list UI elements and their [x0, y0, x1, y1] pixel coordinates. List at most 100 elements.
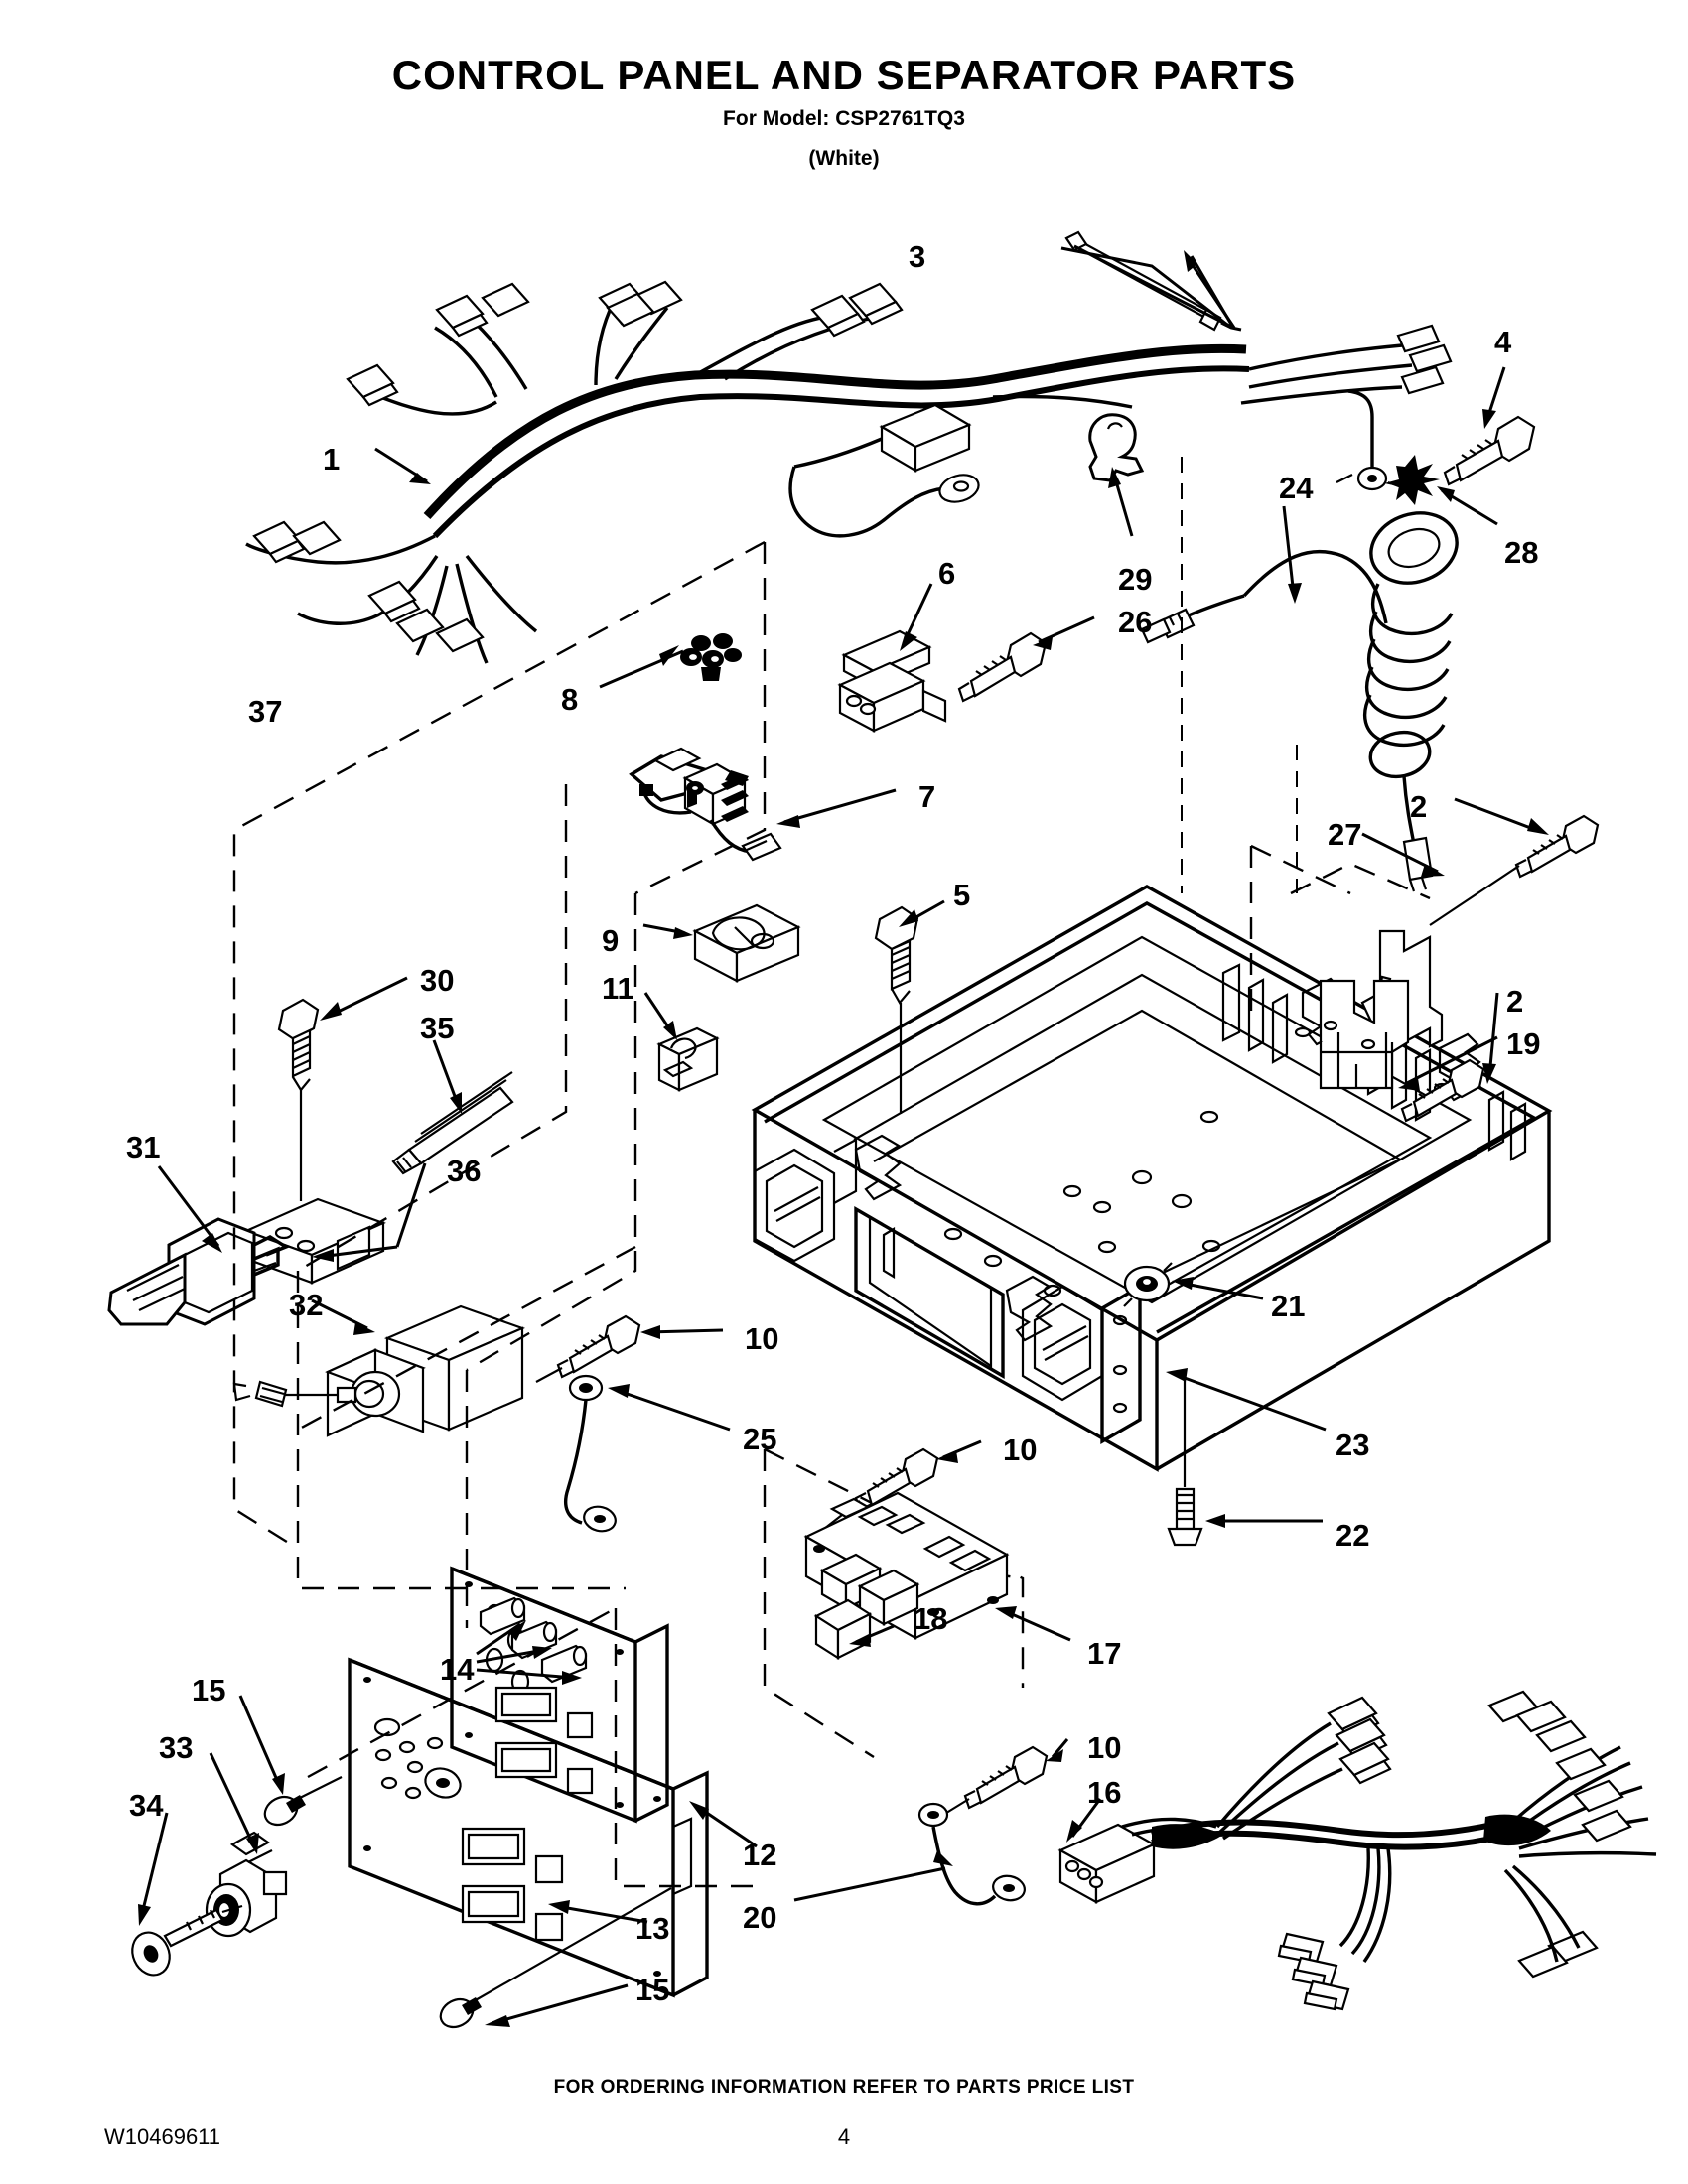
harness-connector: [254, 522, 304, 562]
page-number: 4: [837, 2124, 851, 2149]
assembly-outline-d: [298, 1247, 635, 1430]
assembly-outline-e: [298, 1271, 626, 1588]
callout-number-37: 37: [248, 694, 283, 729]
screw-2b-art: [1402, 1060, 1483, 1121]
document-number: W10469611: [104, 2124, 221, 2149]
harness-terminal: [1410, 345, 1451, 371]
callout-number-12: 12: [743, 1838, 777, 1872]
screw-15a-art: [260, 1777, 342, 1830]
assembly-outline-g: [765, 1449, 1023, 1688]
callout-number-4: 4: [1494, 325, 1512, 359]
harness-connector: [369, 582, 419, 621]
spade-terminal: [1575, 1781, 1622, 1811]
callout-number-18: 18: [914, 1601, 948, 1636]
callout-number-19: 19: [1506, 1026, 1541, 1061]
lock-cylinder-33-art: [207, 1833, 286, 1936]
assembly-outline-k: [953, 1569, 1023, 1578]
harness-connector: [635, 282, 681, 314]
callout-number-15: 15: [635, 1973, 670, 2007]
callout-number-30: 30: [420, 963, 455, 998]
callout-number-16: 16: [1087, 1775, 1122, 1810]
callout-number-26: 26: [1118, 605, 1153, 639]
harness-connector: [812, 296, 864, 336]
main-wire-harness-art: [246, 282, 1451, 663]
spade-terminal: [1340, 1743, 1390, 1783]
callout-number-3: 3: [909, 239, 926, 274]
harness-connector: [850, 284, 902, 324]
harness-connector: [397, 610, 443, 641]
spade-terminal: [1557, 1749, 1605, 1779]
harness-connector: [437, 619, 483, 651]
screw-5-art: [876, 907, 917, 1114]
callout-number-11: 11: [602, 971, 634, 1006]
assembly-outline-h: [765, 1449, 874, 1757]
assembly-outline-l: [1251, 846, 1350, 893]
fastener-21-art: [1124, 1263, 1172, 1306]
multi-lead-harness-16-art: [1060, 1692, 1656, 2009]
star-washer-28-art: [1384, 455, 1440, 505]
callout-number-27: 27: [1328, 817, 1362, 852]
screw-2a-art: [1430, 816, 1598, 925]
callout-number-33: 33: [159, 1730, 194, 1765]
callout-number-10: 10: [1087, 1730, 1122, 1765]
harness-4pin-connector: [1060, 1825, 1154, 1902]
switch-assembly-7-art: [632, 749, 780, 860]
harness-ring-terminal-small: [1336, 391, 1404, 489]
screw-22-art: [1169, 1380, 1201, 1545]
harness-connector: [600, 284, 651, 324]
screw-15b-art: [436, 1888, 671, 2032]
screw-26-art: [959, 633, 1046, 701]
callout-number-32: 32: [289, 1288, 324, 1322]
callout-number-7: 7: [918, 779, 936, 814]
assembly-outline-i: [616, 1608, 755, 1886]
assembly-outline-j: [308, 1608, 616, 1777]
page-title: CONTROL PANEL AND SEPARATOR PARTS: [391, 52, 1297, 98]
screw-4-art: [1445, 417, 1534, 484]
part-19-bracket-art: [1321, 981, 1408, 1088]
harness-terminal: [1398, 326, 1439, 351]
callout-number-29: 29: [1118, 562, 1153, 597]
spade-terminal: [1279, 1934, 1323, 1962]
harness-connector: [483, 284, 528, 316]
harness-ring-terminal: [936, 471, 982, 506]
spade-terminal: [1583, 1811, 1630, 1841]
spade-terminal: [1537, 1721, 1585, 1751]
spade-terminal: [1519, 1947, 1567, 1977]
panel-subframe-art: [452, 1569, 667, 1821]
part-27-bracket-art: [1362, 931, 1442, 1046]
terminal-block-8-art: [680, 633, 742, 681]
spade-terminal: [1329, 1698, 1378, 1737]
switch-bank-18-art: [806, 1493, 1007, 1658]
spade-terminal: [1293, 1958, 1336, 1985]
harness-connector: [348, 365, 397, 405]
callout-number-9: 9: [602, 923, 620, 958]
console-chassis-art: [755, 887, 1549, 1469]
screw-10b-art: [824, 1449, 937, 1529]
callout-number-21: 21: [1271, 1289, 1306, 1323]
screw-10a-art: [536, 1316, 639, 1382]
color-variant-label: (White): [808, 147, 880, 170]
callout-number-2: 2: [1410, 789, 1428, 824]
callout-number-25: 25: [743, 1422, 777, 1456]
callout-number-15: 15: [192, 1673, 226, 1707]
callout-number-8: 8: [561, 682, 579, 717]
callout-number-20: 20: [743, 1900, 777, 1935]
spade-terminal: [1336, 1719, 1386, 1759]
callout-number-14: 14: [440, 1652, 475, 1687]
harness-connector: [294, 522, 340, 554]
harness-connector: [608, 294, 653, 326]
callout-number-2: 2: [1506, 984, 1524, 1019]
harness-block-connector: [794, 405, 969, 471]
part-32-solenoid-art: [234, 1306, 522, 1435]
callout-number-31: 31: [126, 1130, 161, 1164]
assembly-outline-37: [234, 542, 765, 1549]
callout-number-36: 36: [447, 1154, 482, 1188]
callout-number-24: 24: [1279, 471, 1314, 505]
spade-terminal: [1517, 1702, 1565, 1731]
grommet-clip-art: [1090, 415, 1142, 480]
callout-number-10: 10: [1003, 1433, 1038, 1467]
assembly-outline-c: [467, 893, 635, 1370]
assembly-outline-n: [1291, 864, 1430, 898]
harness-terminal: [1402, 367, 1443, 393]
